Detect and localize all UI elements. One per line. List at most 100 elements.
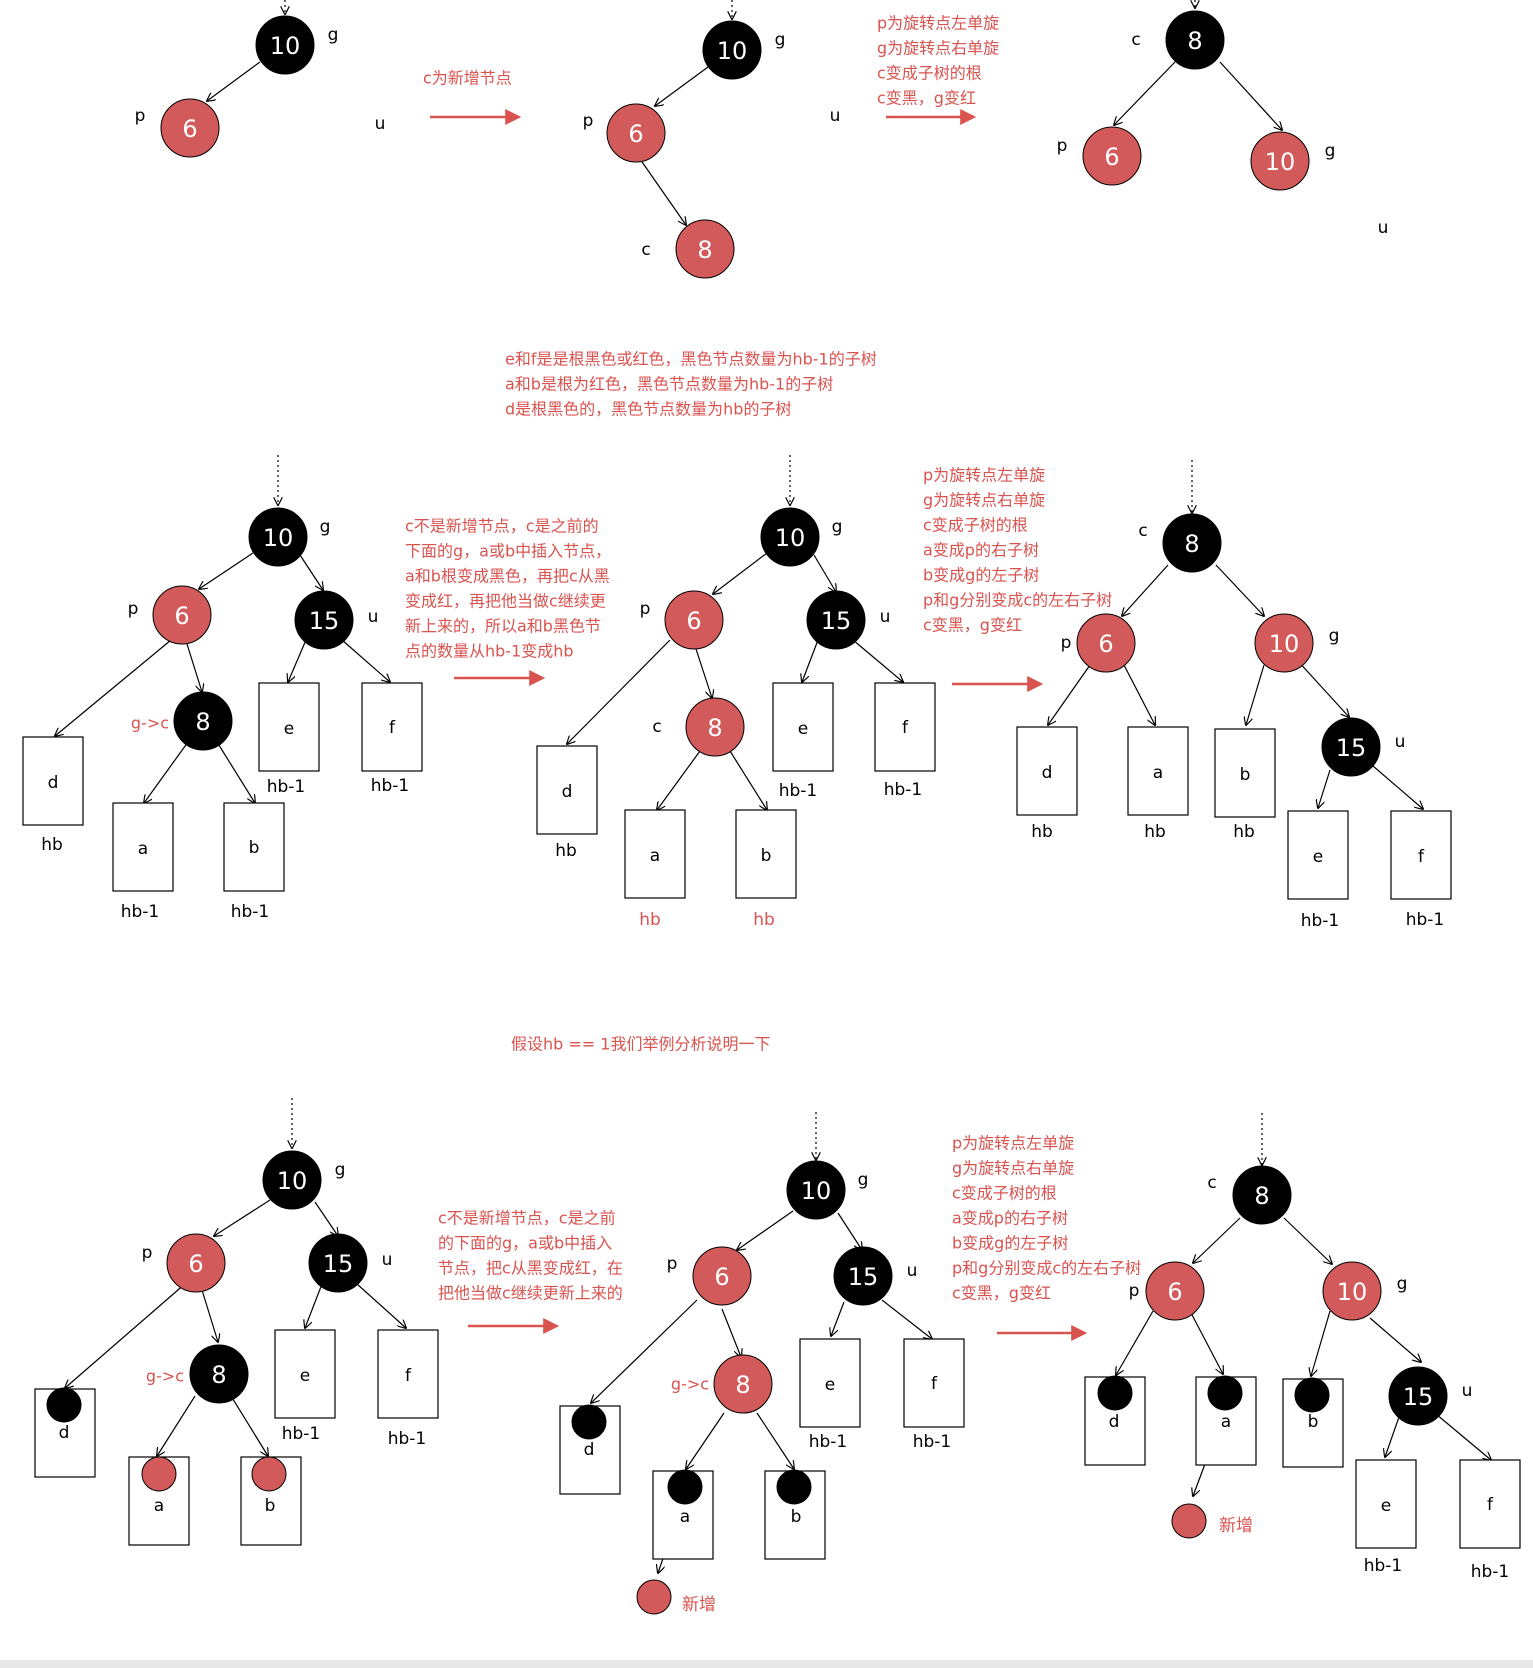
subtree-box (624, 809, 686, 899)
tree-edge (591, 1299, 698, 1403)
label-c: c (1207, 1173, 1216, 1193)
tree-edge (881, 1299, 932, 1339)
label-sub_b: b (791, 1507, 802, 1527)
subtree-root-dot (141, 1456, 177, 1492)
tree-edge (695, 648, 712, 698)
label-g: g (1397, 1274, 1408, 1294)
tree-edge (314, 1201, 338, 1236)
node-key: 8 (1254, 1182, 1269, 1210)
node-key: 10 (1265, 148, 1296, 176)
label-sub_a: a (1221, 1412, 1231, 1432)
node-black (173, 691, 233, 751)
node-key: 10 (270, 32, 301, 60)
node-red (1322, 1261, 1382, 1321)
node-black (760, 507, 820, 567)
tree-edge (216, 741, 255, 803)
tree-edge (1189, 1310, 1223, 1374)
label-hb1: hb-1 (1471, 1562, 1510, 1582)
annotation-line: 把他当做c继续更新上来的 (438, 1284, 623, 1303)
label-c: c (641, 240, 650, 260)
label-sub_b: b (761, 846, 772, 866)
label-g-to-c: g->c (671, 1375, 709, 1394)
label-new: 新增 (1219, 1516, 1253, 1536)
annotation-line: 下面的g，a或b中插入节点， (405, 542, 611, 561)
label-sub_d: d (48, 773, 59, 793)
annotation-line: 假设hb == 1我们举例分析说明一下 (511, 1035, 770, 1054)
label-hb1: hb-1 (884, 780, 923, 800)
label-u: u (1462, 1381, 1473, 1401)
tree-edge (1048, 664, 1091, 725)
annotation-line: c变成子树的根 (923, 516, 1028, 535)
text-layer: 10 g 6 p u c为新增节点 10 g 6 p 8 c u p为旋转点左单旋 g为旋转点右单旋 c变成子… (41, 14, 1509, 1616)
tree-edge (639, 158, 686, 225)
nodes-layer (22, 10, 1521, 1615)
subtree-root-dot (667, 1469, 703, 1505)
node-key: 6 (182, 115, 197, 143)
node-key: 6 (174, 602, 189, 630)
label-u: u (1395, 732, 1406, 752)
label-u: u (880, 607, 891, 627)
tree-edge (713, 552, 768, 594)
node-key: 6 (1104, 143, 1119, 171)
label-sub_b: b (1308, 1412, 1319, 1432)
tree-edge (737, 1210, 794, 1250)
tree-edge (207, 61, 261, 101)
node-key: 10 (277, 1167, 308, 1195)
label-p: p (135, 106, 146, 126)
node-black (255, 15, 315, 75)
label-sub_f: f (931, 1374, 938, 1394)
tree-edge (1385, 1416, 1400, 1457)
node-key: 8 (707, 714, 722, 742)
node-key: 8 (1184, 530, 1199, 558)
annotation-line: b变成g的左子树 (923, 566, 1039, 585)
label-sub_f: f (1418, 847, 1425, 867)
label-hb: hb (1031, 822, 1053, 842)
annotation-line: p为旋转点左单旋 (877, 14, 999, 33)
node-key: 8 (697, 236, 712, 264)
label-g: g (1329, 626, 1340, 646)
annotation-line: p为旋转点左单旋 (952, 1134, 1074, 1153)
annotation-line: c为新增节点 (423, 69, 512, 88)
label-sub_d: d (1042, 763, 1053, 783)
annotation-line: g为旋转点右单旋 (877, 39, 999, 58)
label-sub_f: f (405, 1366, 412, 1386)
node-key: 15 (821, 607, 852, 635)
tree-edge (1123, 664, 1155, 725)
label-p: p (1061, 633, 1072, 653)
annotation-line: c变成子树的根 (877, 64, 982, 83)
bottom-scroll-bar (0, 1660, 1533, 1668)
node-key: 10 (775, 524, 806, 552)
subtree-box (536, 745, 598, 835)
annotation-line: g为旋转点右单旋 (952, 1159, 1074, 1178)
node-black (308, 1233, 368, 1293)
tree-edge (1311, 1310, 1331, 1376)
tree-edge (721, 1308, 741, 1357)
node-key: 6 (628, 120, 643, 148)
label-sub_e: e (798, 719, 808, 739)
label-hb1: hb-1 (267, 777, 306, 797)
label-p: p (128, 599, 139, 619)
label-p: p (1057, 136, 1068, 156)
label-sub_e: e (1381, 1496, 1391, 1516)
annotation-line: 节点，把c从黑变成红，在 (438, 1259, 623, 1278)
annotation-line: c不是新增节点，c是之前 (438, 1209, 616, 1228)
label-u: u (1378, 218, 1389, 238)
label-g: g (775, 30, 786, 50)
label-u: u (382, 1250, 393, 1270)
tree-edge (1246, 664, 1265, 725)
node-key: 10 (717, 37, 748, 65)
subtree-box (1390, 810, 1452, 900)
label-sub_e: e (284, 719, 294, 739)
label-u: u (375, 114, 386, 134)
tree-edge (1114, 61, 1176, 125)
label-sub_d: d (59, 1423, 70, 1443)
label-g: g (320, 517, 331, 537)
annotation-line: g为旋转点右单旋 (923, 491, 1045, 510)
node-red (1254, 613, 1314, 673)
annotation-line: 新上来的，所以a和b黑色节 (405, 617, 601, 636)
tree-edge (657, 750, 701, 810)
annotation-line: c不是新增节点，c是之前的 (405, 517, 599, 536)
annotation-line: 变成红，再把他当做c继续更 (405, 592, 606, 611)
annotation-line: a和b根变成黑色，再把c从黑 (405, 567, 610, 586)
